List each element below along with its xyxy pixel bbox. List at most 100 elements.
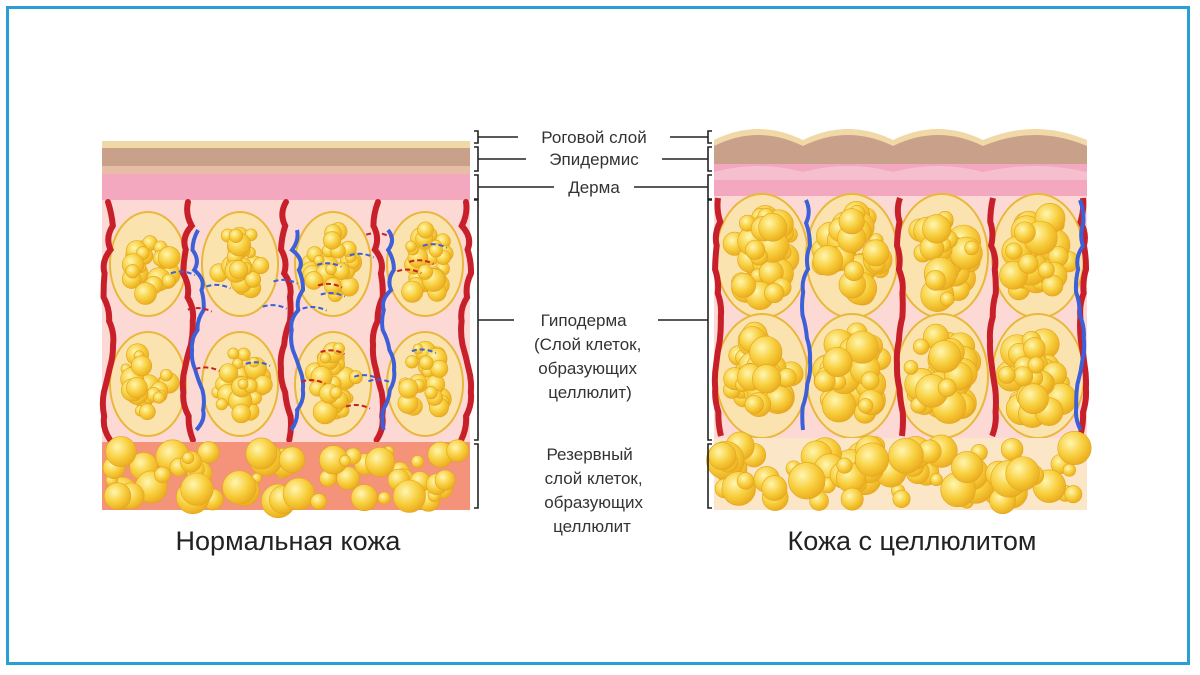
fat-cell [1013,221,1036,244]
fat-cell [1062,463,1076,477]
fat-cell [228,228,244,244]
normal-fat-lobules [109,211,464,437]
fat-cell [417,264,433,280]
vein [1073,199,1087,431]
fat-cell [126,376,148,399]
capillary [345,403,371,410]
fat-cell [401,280,424,303]
fat-cell [282,477,316,511]
fat-cell [860,371,880,391]
fat-cell [424,386,438,400]
fat-cell [1018,253,1039,274]
fat-cell [324,277,342,296]
label-reserve-line: целлюлит [553,517,631,536]
fat-cell [892,489,911,508]
bracket-hypodermis-left [474,199,514,441]
fat-cell [912,338,930,355]
fat-cell [152,391,165,404]
capillary [409,259,434,265]
fat-cell [227,347,240,360]
fat-cell [822,347,853,377]
fat-cell [862,239,890,267]
fat-cell [845,330,879,364]
vein [189,229,206,432]
fat-cell [339,454,351,467]
normal-epidermis-band [102,166,470,174]
fat-cell [925,270,946,291]
fat-cell [428,243,444,258]
caption-normal-skin: Нормальная кожа [176,526,402,556]
fat-cell [417,221,435,239]
fat-cell [1005,456,1040,491]
fat-cell [161,273,176,288]
artery [711,197,725,437]
fat-cell [888,437,924,474]
fat-cell [903,360,919,375]
fat-cell [857,398,874,414]
fat-cell [1023,337,1046,360]
fat-cell [329,386,343,400]
fat-cell [154,466,171,484]
fat-cell [1064,485,1083,504]
label-hypodermis-line: Гиподерма [541,311,628,330]
normal-stratum-layer [102,141,470,148]
caption-cellulite-skin: Кожа с целлюлитом [788,526,1037,556]
capillary [273,278,298,285]
capillary [195,366,220,372]
fat-cell [105,436,137,468]
capillary [365,232,391,238]
fat-cell [252,257,270,275]
fat-cell [430,359,449,378]
cellulite-blood-vessels [711,197,1090,438]
fat-cell [930,473,943,487]
fat-cell [744,394,764,415]
fat-cell [951,451,984,484]
fat-cell [844,261,864,282]
bracket-reserve-left [474,443,479,509]
bracket-hypodermis-right [658,199,712,441]
artery [369,199,386,443]
fat-cell [125,264,140,279]
fat-cell [937,378,957,398]
bracket-epidermis-left [474,146,526,172]
normal-skin [99,141,475,519]
label-reserve-line: образующих [544,493,643,512]
fat-cell [736,472,755,490]
fat-cell [365,447,396,478]
layer-brackets [474,130,712,509]
fat-cell [840,487,864,511]
normal-dermis-layer [102,174,470,200]
bracket-stratum-left [474,130,518,144]
cellulite-skin [706,129,1092,515]
fat-cell [222,470,257,505]
vein [380,228,397,431]
label-reserve: Резервный слой клеток, образующих целлюл… [544,445,647,536]
fat-cell [244,271,262,288]
fat-cell [411,455,425,469]
capillary [320,349,346,355]
cellulite-epidermis-layer [714,135,1087,172]
fat-cell [761,475,788,501]
fat-cell [922,214,952,244]
fat-cell [758,212,788,242]
label-hypodermis-line: целлюлит) [548,383,632,402]
fat-cell [405,240,417,252]
capillary [422,243,448,249]
fat-cell [1005,242,1023,260]
capillary [368,378,393,385]
fat-cell [336,466,360,491]
artery [986,197,999,438]
capillary [316,262,342,268]
label-reserve-line: Резервный [546,445,632,464]
fat-cell [159,368,173,382]
fat-cell [322,231,342,250]
fat-cell [134,282,157,305]
artery [893,197,906,437]
bracket-reserve-right [707,443,712,509]
fat-cell [231,403,251,424]
fat-cell [157,246,181,269]
artery [179,199,197,443]
bracket-dermis-left [474,174,554,200]
fat-cell [708,442,737,471]
